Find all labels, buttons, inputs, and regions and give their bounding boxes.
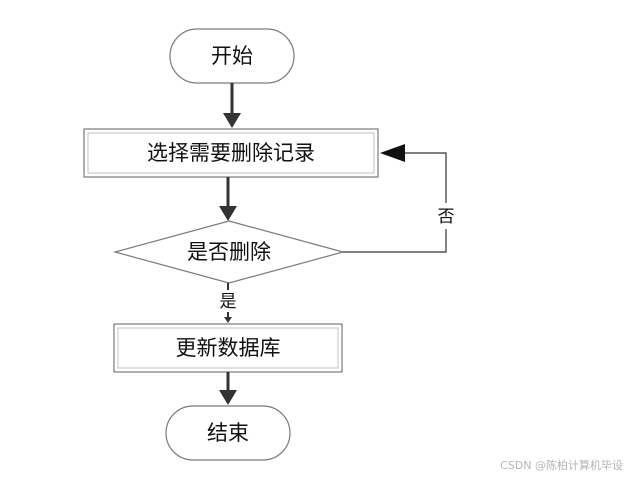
watermark-text: CSDN @陈柏计算机毕设 <box>500 458 623 472</box>
no-label-bg <box>434 203 458 229</box>
arrow-update-to-end <box>219 372 237 405</box>
select-record-label: 选择需要删除记录 <box>147 141 315 165</box>
no-branch-line <box>343 144 447 253</box>
arrow-start-to-select <box>223 83 241 128</box>
yes-label: 是 <box>220 292 237 312</box>
update-database-node: 更新数据库 <box>113 323 343 373</box>
end-node: 结束 <box>165 405 291 461</box>
decision-node: 是否删除 <box>112 220 346 284</box>
yes-branch-line <box>224 283 232 323</box>
arrow-select-to-decision <box>219 177 237 221</box>
start-node: 开始 <box>169 28 295 84</box>
update-database-label: 更新数据库 <box>176 336 281 360</box>
end-label: 结束 <box>207 421 249 445</box>
start-label: 开始 <box>211 44 253 68</box>
select-record-node: 选择需要删除记录 <box>83 128 379 178</box>
decision-label: 是否删除 <box>187 240 271 264</box>
no-label: 否 <box>438 207 455 227</box>
